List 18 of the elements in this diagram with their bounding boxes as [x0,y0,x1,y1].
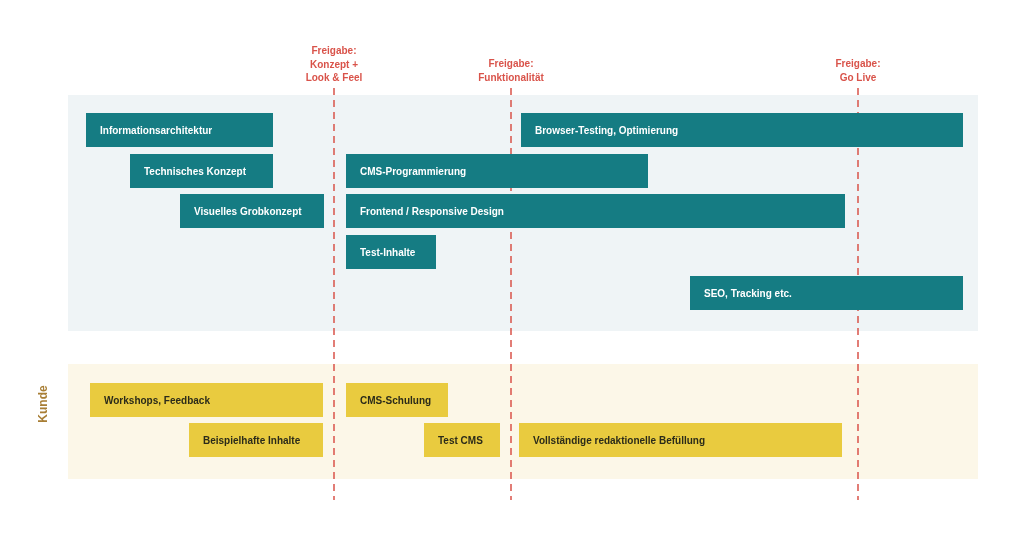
task-bar: Vollständige redaktionelle Befüllung [519,423,842,457]
lane-title: Kunde [36,385,50,423]
task-bar: SEO, Tracking etc. [690,276,963,310]
milestone-label: Freigabe: Konzept + Look & Feel [304,44,364,85]
milestone-label: Freigabe: Go Live [834,57,882,84]
task-bar: Beispielhafte Inhalte [189,423,323,457]
task-bar: Visuelles Grobkonzept [180,194,324,228]
task-bar: Test CMS [424,423,500,457]
task-bar: Workshops, Feedback [90,383,323,417]
milestone-label: Freigabe: Funktionalität [477,57,545,84]
task-bar: Frontend / Responsive Design [346,194,845,228]
task-bar: Informationsarchitektur [86,113,273,147]
task-bar: CMS-Schulung [346,383,448,417]
task-bar: CMS-Programmierung [346,154,648,188]
swimlane-band [68,95,978,331]
task-bar: Technisches Konzept [130,154,273,188]
task-bar: Test-Inhalte [346,235,436,269]
task-bar: Browser-Testing, Optimierung [521,113,963,147]
